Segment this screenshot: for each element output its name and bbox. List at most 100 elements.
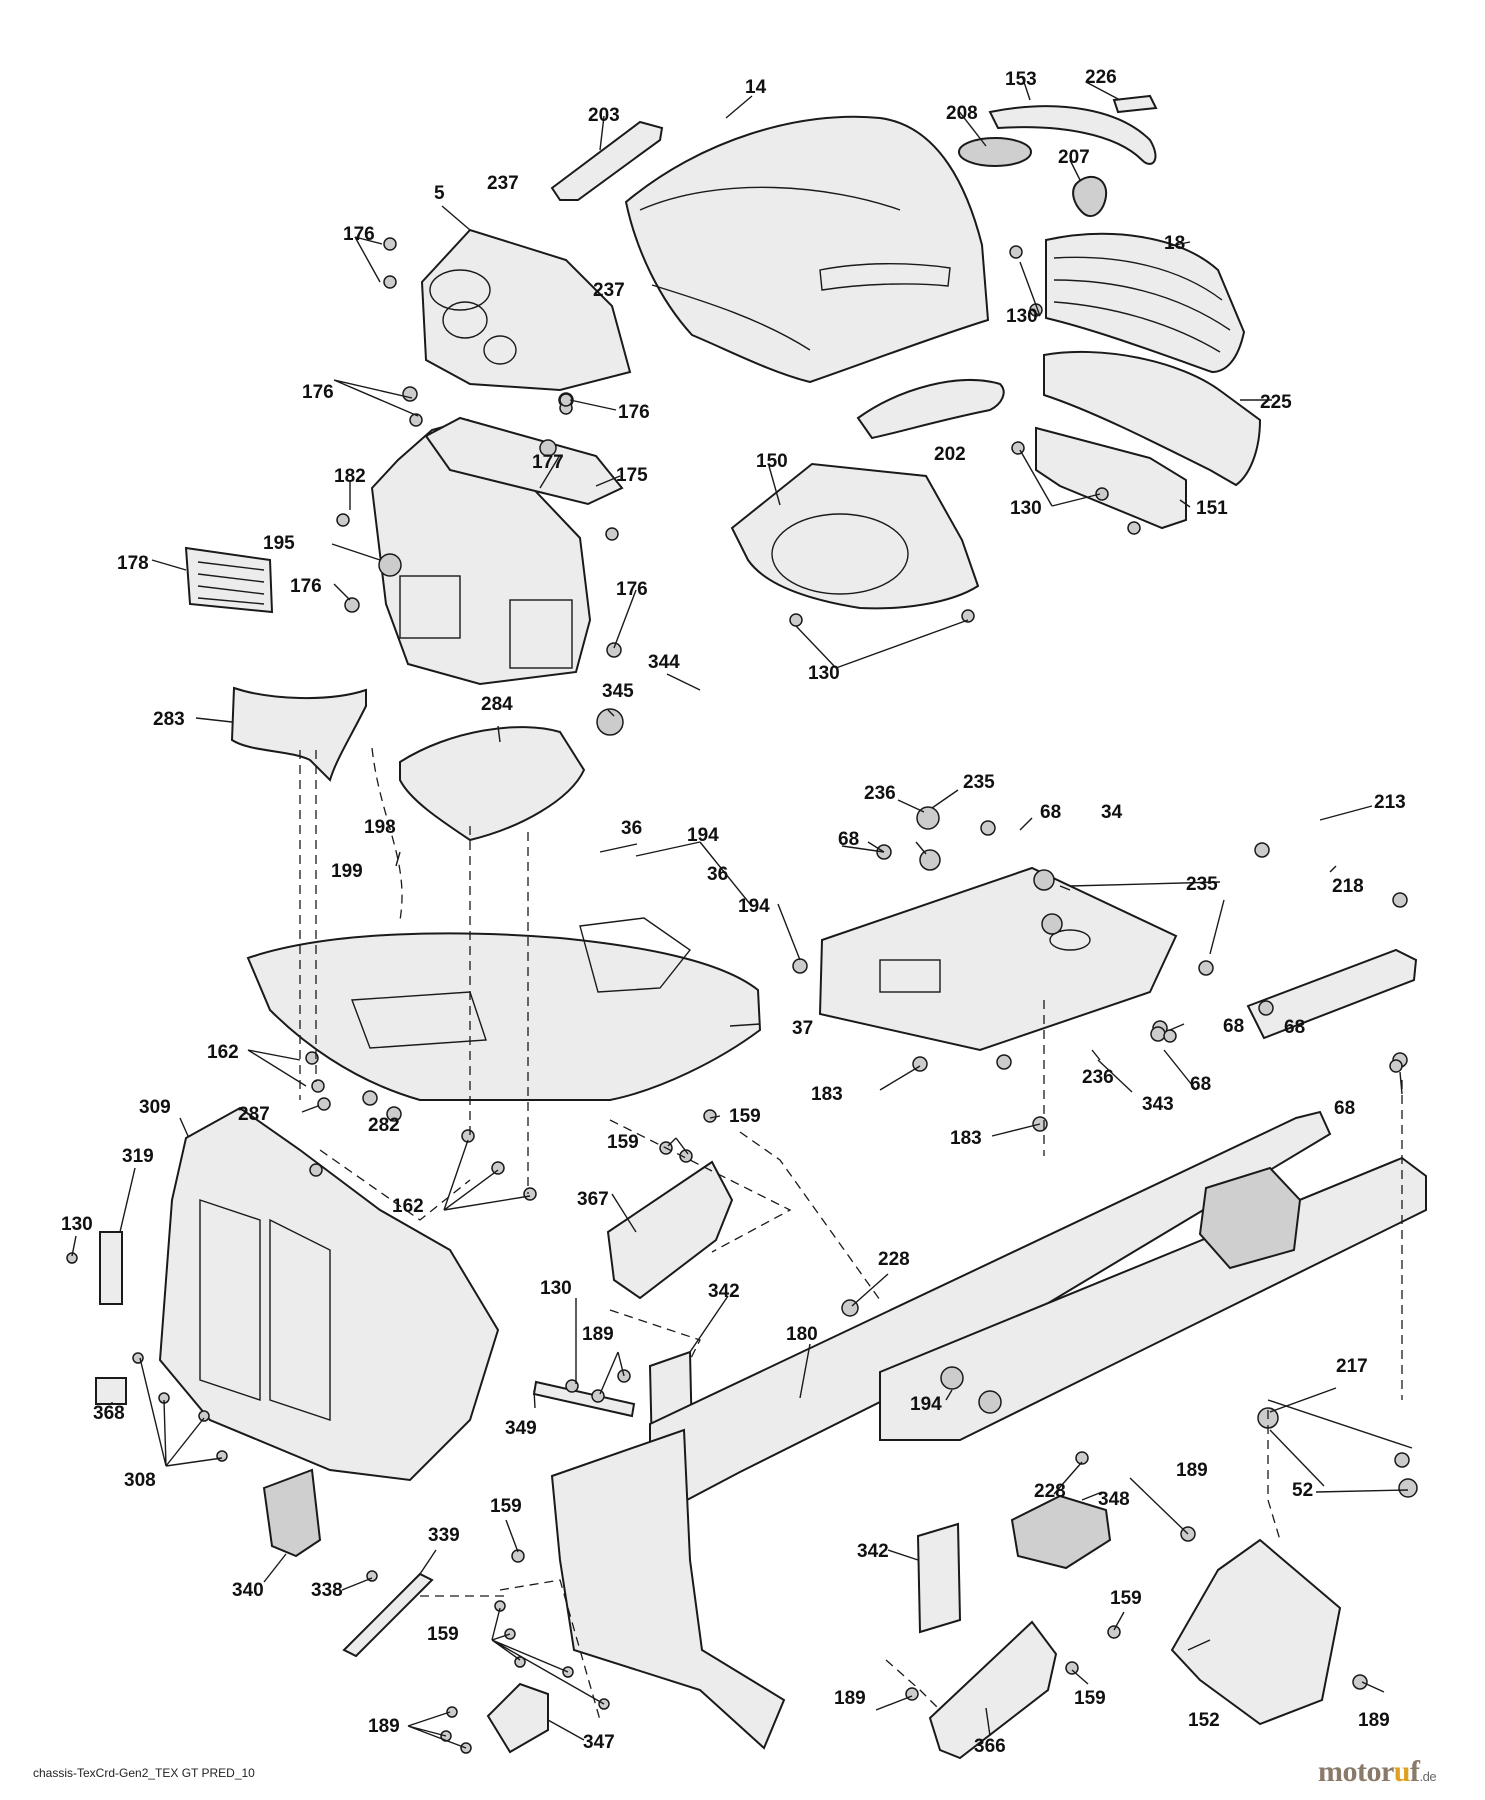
callout-label: 236 [864, 783, 896, 804]
nut-icon [344, 597, 360, 613]
bolt-icon [1065, 1661, 1079, 1675]
bolt-icon [311, 1079, 325, 1093]
callout-label: 228 [1034, 1481, 1066, 1502]
part-339 [342, 1572, 434, 1658]
callout-label: 194 [687, 825, 719, 846]
part-175 [424, 416, 624, 506]
bolt-icon [1095, 487, 1109, 501]
bolt-icon [1075, 1451, 1089, 1465]
callout-label: 130 [61, 1214, 93, 1235]
nut-icon [978, 1390, 1002, 1414]
clip-icon [386, 1106, 402, 1122]
nut-icon [402, 386, 418, 402]
part-283 [230, 686, 367, 782]
parts-drawings [95, 94, 1427, 1760]
nut-icon [378, 553, 402, 577]
callout-label: 345 [602, 681, 634, 702]
callout-label: 207 [1058, 147, 1090, 168]
nut-icon [940, 1366, 964, 1390]
part-367 [606, 1160, 734, 1300]
bolt-icon [1389, 1059, 1403, 1073]
bolt-icon [679, 1149, 693, 1163]
callout-label: 194 [910, 1394, 942, 1415]
callout-label: 309 [139, 1097, 171, 1118]
callout-label: 237 [487, 173, 519, 194]
callout-label: 367 [577, 1189, 609, 1210]
bolt-icon [703, 1109, 717, 1123]
nut-icon [539, 439, 557, 457]
callout-label: 5 [434, 183, 445, 204]
callout-label: 151 [1196, 498, 1228, 519]
part-console-182 [370, 418, 592, 686]
callout-label: 189 [368, 1716, 400, 1737]
nut-icon [606, 642, 622, 658]
callout-label: 228 [878, 1249, 910, 1270]
callout-label: 130 [1006, 306, 1038, 327]
part-front-frame [550, 1428, 786, 1750]
callout-label: 194 [738, 896, 770, 917]
nut-icon [446, 1706, 458, 1718]
part-178 [184, 546, 274, 614]
callout-label: 199 [331, 861, 363, 882]
callout-label: 176 [290, 576, 322, 597]
diagram-source-label: chassis-TexCrd-Gen2_TEX GT PRED_10 [33, 1766, 255, 1780]
part-plate-34 [818, 866, 1178, 1052]
callout-label: 130 [808, 663, 840, 684]
callout-label: 235 [1186, 874, 1218, 895]
callouts: 14 153 226 203 208 207 5 237 237 176 18 … [61, 67, 1406, 1757]
callout-label: 37 [792, 1018, 813, 1039]
callout-label: 52 [1292, 1480, 1313, 1501]
part-bumper-225 [1043, 350, 1262, 487]
nut-icon [916, 806, 940, 830]
callout-label: 347 [583, 1732, 615, 1753]
part-217 [1267, 1399, 1413, 1449]
callout-label: 18 [1164, 233, 1185, 254]
part-348 [1010, 1494, 1112, 1570]
callout-label: 218 [1332, 876, 1364, 897]
callout-label: 217 [1336, 1356, 1368, 1377]
part-342b [916, 1522, 962, 1634]
callout-label: 152 [1188, 1710, 1220, 1731]
bolt-icon [383, 237, 397, 251]
bolt-icon [565, 1379, 579, 1393]
part-153 [988, 105, 1157, 165]
callout-label: 195 [263, 533, 295, 554]
bolt-icon [1011, 441, 1025, 455]
callout-label: 178 [117, 553, 149, 574]
nut-icon [514, 1656, 526, 1668]
bolt-icon [198, 1410, 210, 1422]
callout-label: 282 [368, 1115, 400, 1136]
callout-label: 319 [122, 1146, 154, 1167]
part-368 [95, 1377, 127, 1405]
nut-icon [494, 1600, 506, 1612]
part-151 [1035, 426, 1187, 530]
bolt-icon [409, 413, 423, 427]
callout-label: 308 [124, 1470, 156, 1491]
bolt-icon [792, 958, 808, 974]
part-gearbox [1198, 1166, 1302, 1270]
callout-label: 36 [707, 864, 728, 885]
alignment-lines [299, 747, 1403, 1721]
callout-label: 287 [238, 1104, 270, 1125]
bolt-icon [317, 1097, 331, 1111]
part-202 [856, 378, 1005, 440]
part-349 [532, 1380, 636, 1418]
callout-label: 68 [838, 829, 859, 850]
part-208 [958, 137, 1032, 167]
part-203 [550, 120, 664, 201]
callout-label: 349 [505, 1418, 537, 1439]
nut-icon [1394, 1452, 1410, 1468]
part-hood [624, 115, 990, 384]
part-319 [99, 1231, 123, 1305]
callout-label: 162 [392, 1196, 424, 1217]
callout-label: 235 [963, 772, 995, 793]
nut-icon [1033, 869, 1055, 891]
nut-icon [1398, 1478, 1418, 1498]
bolt-icon [1254, 842, 1270, 858]
callout-label: 348 [1098, 1489, 1130, 1510]
part-footrest-37 [246, 932, 762, 1101]
part-366 [928, 1620, 1058, 1760]
callout-label: 338 [311, 1580, 343, 1601]
callout-label: 208 [946, 103, 978, 124]
